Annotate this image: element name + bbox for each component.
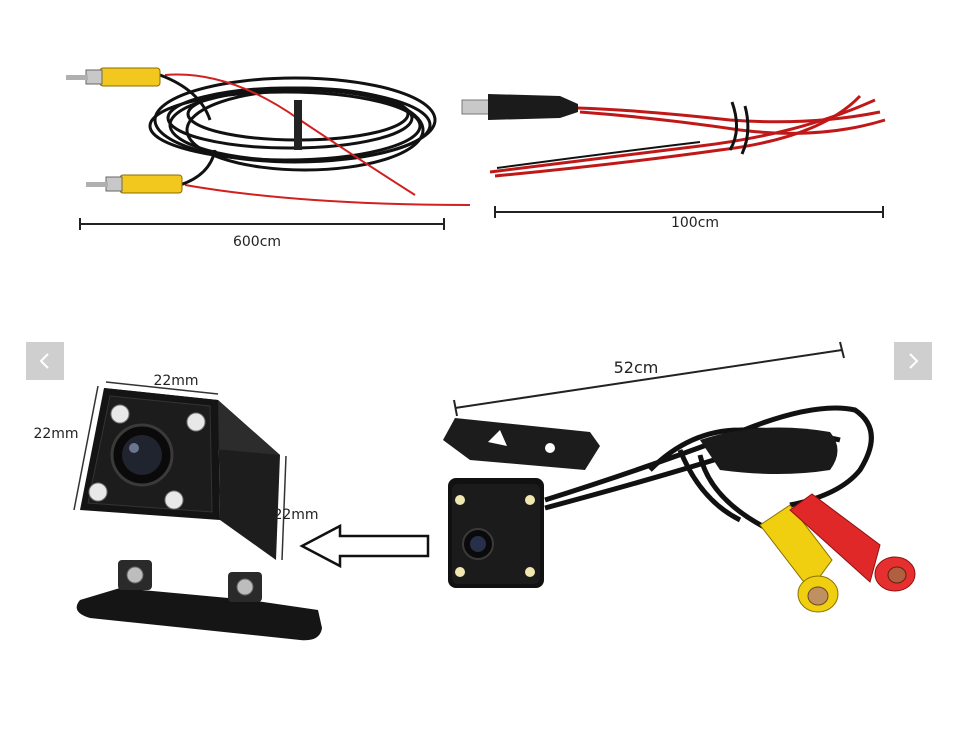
- video-extension-cable: [66, 67, 471, 206]
- camera-assembly: [443, 405, 916, 613]
- dimension-line-52cm: [453, 341, 845, 417]
- chevron-left-icon: [39, 353, 49, 369]
- dimension-label-600cm: 600cm: [233, 234, 281, 250]
- dimension-line-600cm: [79, 218, 445, 230]
- dimension-lines-camera: [73, 381, 287, 561]
- camera-closeup: [76, 388, 323, 641]
- chevron-right-icon: [909, 353, 919, 369]
- power-cable: [461, 94, 886, 178]
- arrow-left-icon: [299, 523, 430, 569]
- dimension-label-left: 22mm: [33, 426, 78, 442]
- dimension-label-top: 22mm: [153, 373, 198, 389]
- dimension-label-52cm: 52cm: [614, 358, 659, 377]
- dimension-label-100cm: 100cm: [671, 215, 719, 231]
- previous-image-button[interactable]: [26, 342, 64, 380]
- dimension-label-side: 22mm: [273, 507, 318, 523]
- dimension-line-100cm: [494, 206, 884, 218]
- next-image-button[interactable]: [894, 342, 932, 380]
